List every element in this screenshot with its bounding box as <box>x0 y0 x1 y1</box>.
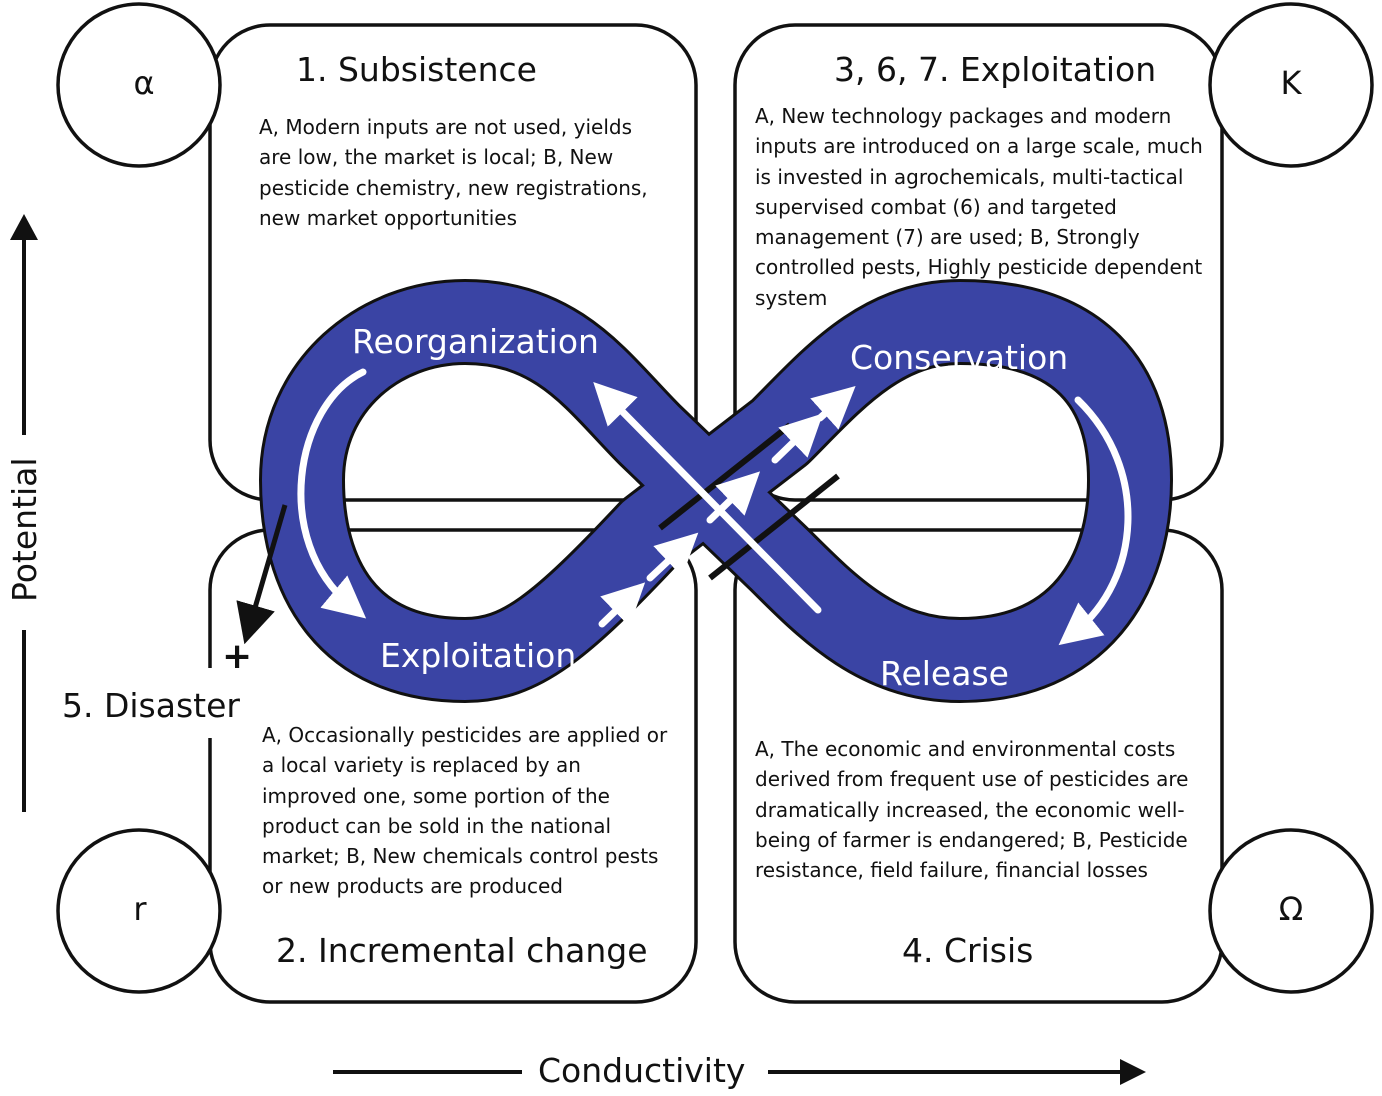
flow-arrows <box>297 368 1132 646</box>
k-symbol: K <box>1280 64 1302 102</box>
exploitation-dash-4 <box>771 413 824 464</box>
loop-label-conservation: Conservation <box>850 338 1068 377</box>
conductivity-axis: Conductivity <box>333 1051 1146 1090</box>
r-symbol: r <box>133 890 147 928</box>
potential-label: Potential <box>5 457 44 602</box>
conservation-arrow <box>1058 396 1132 646</box>
crisis-description: A, The economic and environmental costs … <box>755 737 1189 883</box>
release-arrow <box>593 382 822 614</box>
exploitation-dash-3 <box>706 471 761 524</box>
r-circle <box>56 828 222 994</box>
subsistence-description: A, Modern inputs are not used, yields ar… <box>259 115 648 230</box>
conductivity-label: Conductivity <box>538 1051 745 1090</box>
incremental-change-description: A, Occasionally pesticides are applied o… <box>262 723 668 899</box>
alpha-circle <box>56 2 222 168</box>
box-exploitation <box>733 23 1224 502</box>
loop-band <box>262 282 1170 700</box>
box-subsistence <box>208 23 698 502</box>
exploitation-dash-2 <box>646 532 699 582</box>
disaster-label: 5. Disaster <box>62 686 240 725</box>
disaster-arrow <box>236 504 288 645</box>
reorganization-arrow <box>297 368 367 619</box>
disaster-plus: + <box>222 636 253 677</box>
potential-axis: Potential <box>5 214 44 812</box>
loop-label-exploitation: Exploitation <box>380 636 576 675</box>
k-circle <box>1208 2 1374 168</box>
omega-symbol: Ω <box>1278 890 1304 928</box>
exploitation-dash-1 <box>598 582 646 628</box>
loop-label-release: Release <box>880 654 1009 693</box>
exploitation-title: 3, 6, 7. Exploitation <box>834 50 1157 89</box>
exploitation-dash-5 <box>810 385 856 430</box>
crisis-title: 4. Crisis <box>902 931 1034 970</box>
omega-circle <box>1208 828 1374 994</box>
exploitation-description: A, New technology packages and modern in… <box>755 104 1203 310</box>
incremental-change-title: 2. Incremental change <box>276 931 648 970</box>
alpha-symbol: α <box>133 64 155 102</box>
box-incremental-change <box>208 528 698 1004</box>
loop-label-reorganization: Reorganization <box>352 322 599 361</box>
subsistence-title: 1. Subsistence <box>296 50 537 89</box>
box-crisis <box>733 528 1224 1004</box>
